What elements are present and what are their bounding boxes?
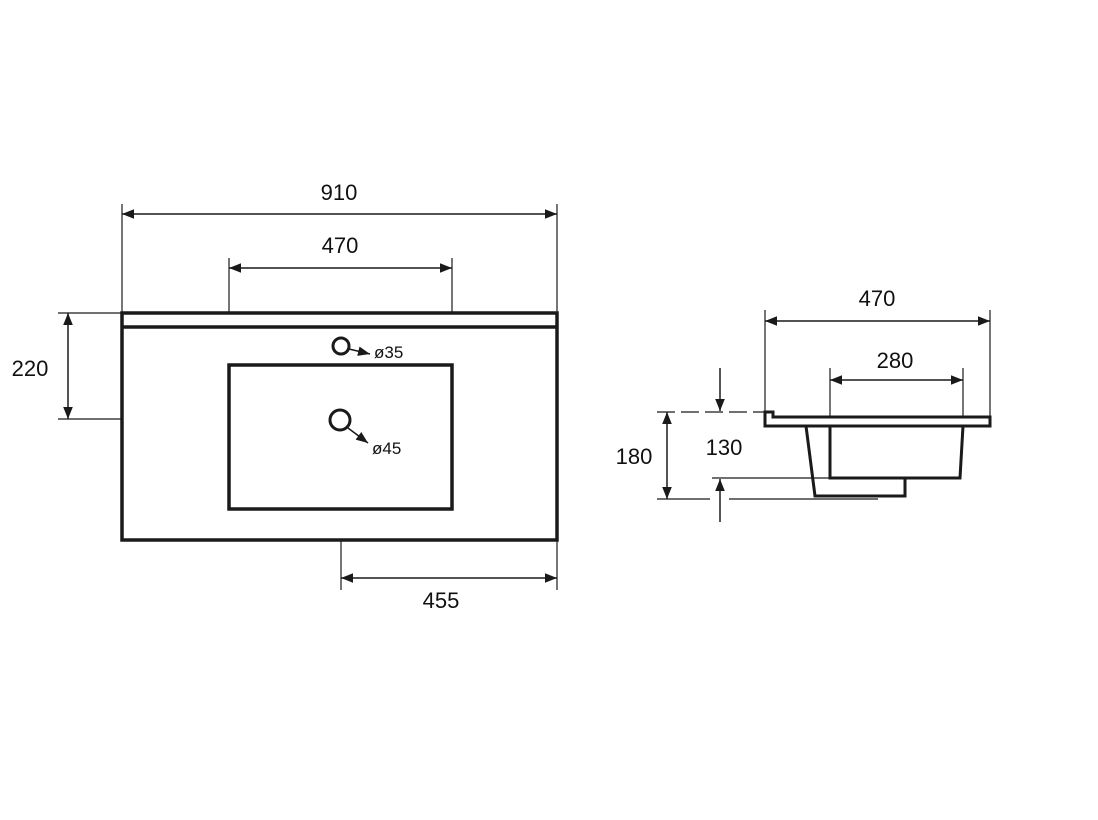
basin-outline	[227, 363, 454, 511]
overall-width-label: 910	[321, 180, 358, 205]
front-view: ø35 ø45 910 470 220 455	[12, 180, 559, 613]
side-depth-label: 470	[859, 286, 896, 311]
tap-hole-icon	[331, 336, 351, 356]
countertop-outline	[120, 311, 559, 542]
side-view: 470 280 180 130	[616, 286, 992, 522]
basin-profile	[828, 425, 965, 480]
trap-profile	[804, 425, 907, 498]
countertop-profile	[763, 410, 992, 428]
depth-label: 220	[12, 356, 49, 381]
tap-hole-label: ø35	[374, 343, 403, 362]
half-width-label: 455	[423, 588, 460, 613]
basin-height-label: 130	[706, 435, 743, 460]
total-height-label: 180	[616, 444, 653, 469]
basin-depth-label: 280	[877, 348, 914, 373]
drain-hole-arrow	[347, 427, 369, 444]
drain-hole-icon	[328, 408, 352, 432]
basin-width-label: 470	[322, 233, 359, 258]
drain-hole-label: ø45	[372, 439, 401, 458]
tap-hole-arrow	[348, 346, 371, 356]
